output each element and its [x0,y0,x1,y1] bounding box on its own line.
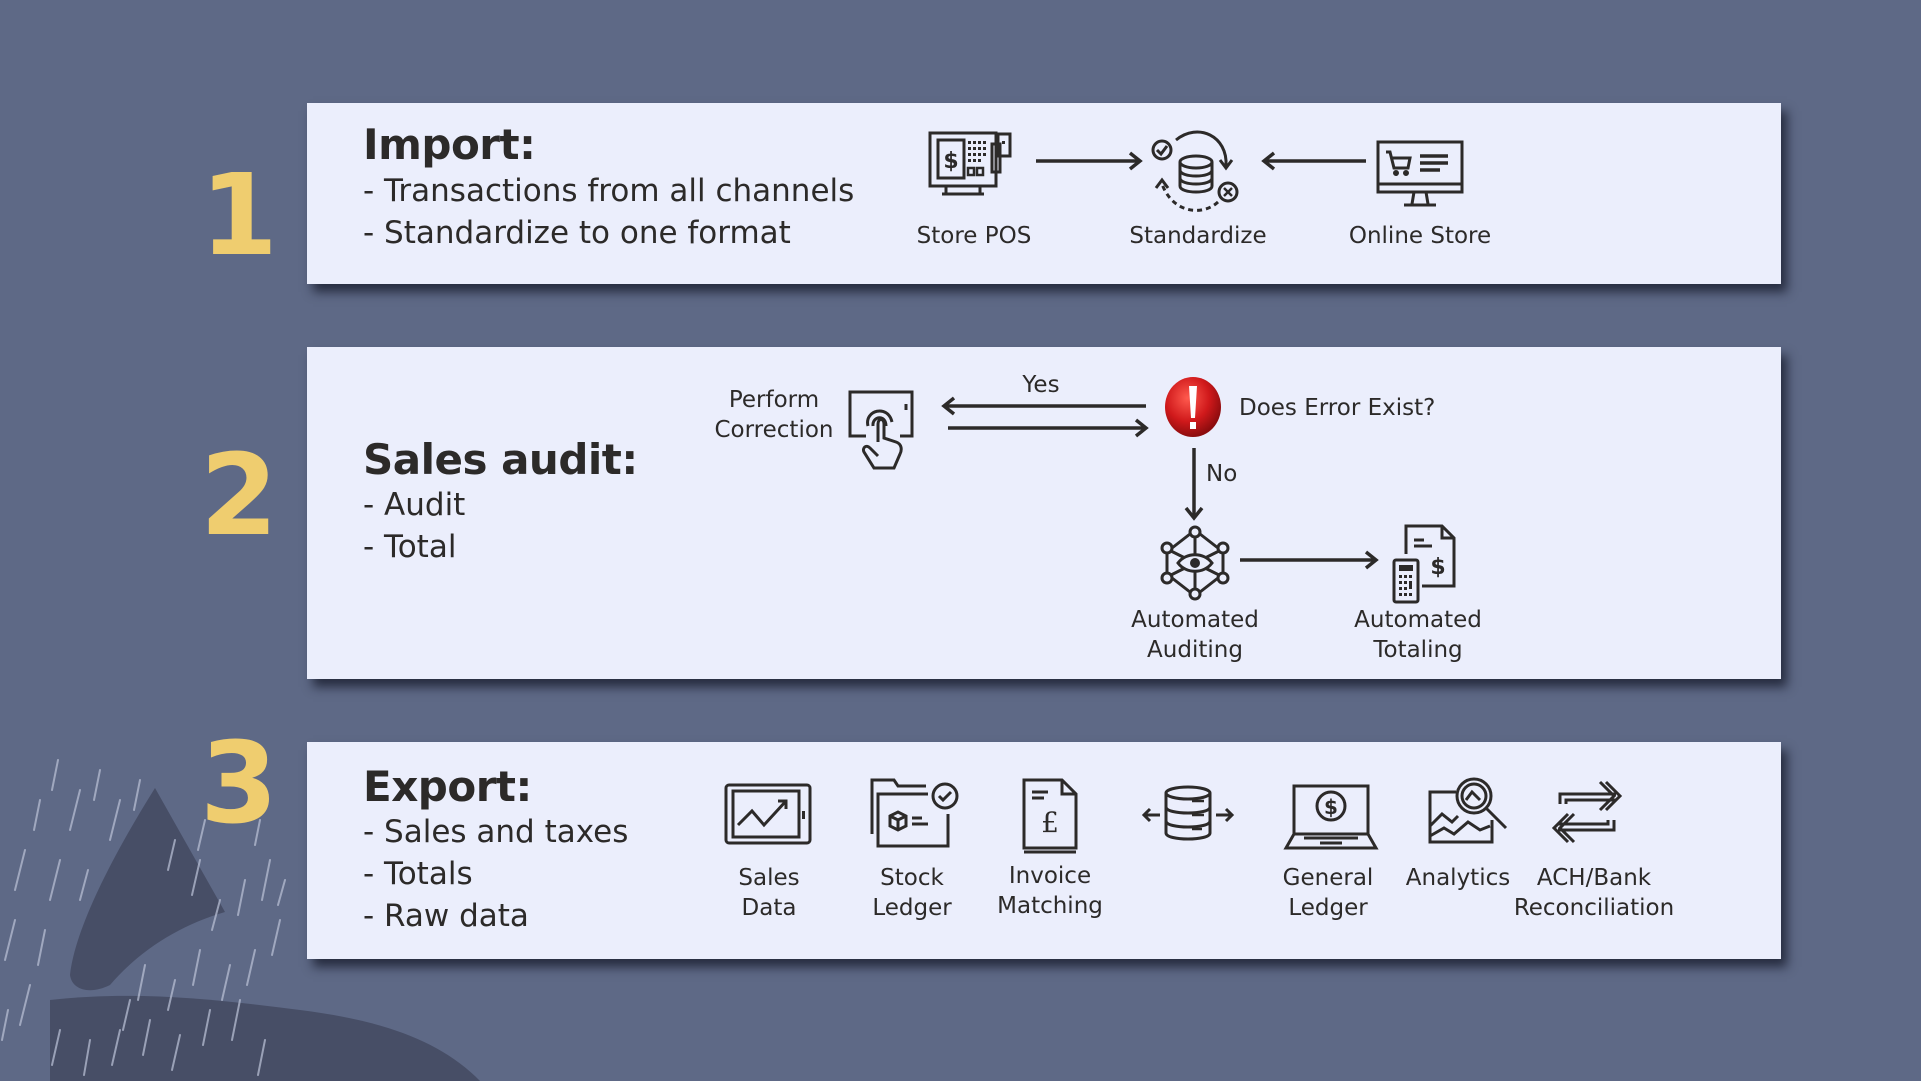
automated-auditing-label: Automated Auditing [1131,607,1259,663]
invoice-matching-label: Invoice Matching [997,863,1103,919]
touch-screen-icon [848,390,916,470]
perform-correction-label: Perform Correction [714,387,834,443]
sales-audit-heading: Sales audit: [363,435,638,484]
laptop-dollar-icon: $ [1284,784,1378,850]
database-standardize-icon [1148,128,1244,216]
export-bullet: - Sales and taxes [363,814,629,850]
automated-totaling-label: Automated Totaling [1354,607,1482,663]
store-pos-label: Store POS [916,223,1032,249]
import-heading: Import: [363,120,536,169]
yes-label: Yes [1022,372,1060,398]
analytics-label: Analytics [1405,865,1511,891]
arrow-left-icon [1260,150,1366,172]
sales-audit-bullet: - Total [363,529,457,565]
import-bullet: - Transactions from all channels [363,173,855,209]
svg-text:$: $ [943,149,958,174]
general-ledger-label: General Ledger [1282,865,1374,921]
export-heading: Export: [363,762,532,811]
arrow-right-icon [1036,150,1146,172]
stock-ledger-label: Stock Ledger [872,865,952,921]
import-panel [307,103,1781,284]
network-eye-icon [1160,526,1230,600]
online-store-label: Online Store [1348,223,1492,249]
sales-audit-panel [307,347,1781,679]
export-bullet: - Raw data [363,898,529,934]
svg-text:$: $ [1324,795,1338,819]
step-number-2: 2 [200,431,278,561]
does-error-exist-label: Does Error Exist? [1239,395,1436,421]
sales-data-label: Sales Data [738,865,800,921]
step-number-1: 1 [200,151,278,281]
no-label: No [1206,461,1238,487]
database-bidirectional-icon [1140,785,1236,843]
step-number-3: 3 [200,719,278,849]
standardize-label: Standardize [1129,223,1267,249]
arrow-down-icon [1183,448,1205,524]
import-bullet: - Standardize to one format [363,215,791,251]
svg-text:$: $ [1430,555,1445,580]
folder-box-check-icon [868,778,960,850]
bidirectional-arrows-icon [940,394,1150,442]
chart-magnifier-icon [1428,776,1512,844]
svg-text:£: £ [1041,806,1059,839]
export-bullet: - Totals [363,856,473,892]
calculator-invoice-icon: $ [1392,524,1458,606]
arrow-right-icon [1240,549,1380,571]
sales-audit-bullet: - Audit [363,487,466,523]
ach-bank-reconciliation-label: ACH/Bank Reconciliation [1513,865,1675,921]
exchange-arrows-icon [1550,774,1624,850]
tablet-chart-icon [724,783,812,845]
pound-document-icon: £ [1022,778,1078,854]
pos-terminal-icon: $ [928,130,1024,202]
online-store-monitor-icon [1376,140,1466,210]
error-exclamation-icon [1165,377,1221,437]
